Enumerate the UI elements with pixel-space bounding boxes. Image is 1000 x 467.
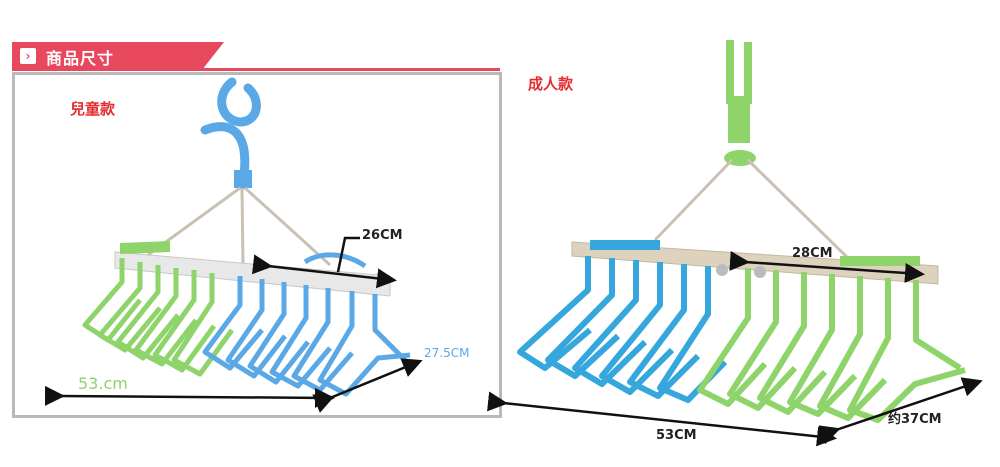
adult-hanger-image <box>487 40 983 447</box>
chevron-right-icon: › <box>20 48 36 64</box>
section-header: › 商品尺寸 <box>12 42 500 71</box>
kids-hanger-image <box>44 77 423 413</box>
adult-depth-label: 约37CM <box>888 412 942 427</box>
adult-dimension-arrows <box>487 250 983 447</box>
kids-hook <box>200 77 261 190</box>
adult-width-label: 53CM <box>656 428 697 443</box>
adult-hangers-green <box>697 268 966 423</box>
adult-chains <box>653 158 854 264</box>
kids-width-label: 53.cm <box>78 374 128 393</box>
adult-bar-length-label: 28CM <box>792 246 833 261</box>
header-underline <box>12 68 500 71</box>
kids-model-label: 兒童款 <box>70 100 116 118</box>
kids-depth-label: 27.5CM <box>424 346 470 360</box>
kids-dimension-arrows <box>44 236 423 413</box>
adult-hangers-blue <box>517 256 728 403</box>
kids-bar-length-label: 26CM <box>362 228 403 243</box>
section-header-bar: › 商品尺寸 <box>12 42 224 70</box>
adult-model-label: 成人款 <box>528 75 574 93</box>
adult-hook <box>724 40 756 166</box>
kids-hangers-green <box>82 258 235 377</box>
section-title: 商品尺寸 <box>46 49 115 68</box>
kids-chains <box>147 186 332 267</box>
